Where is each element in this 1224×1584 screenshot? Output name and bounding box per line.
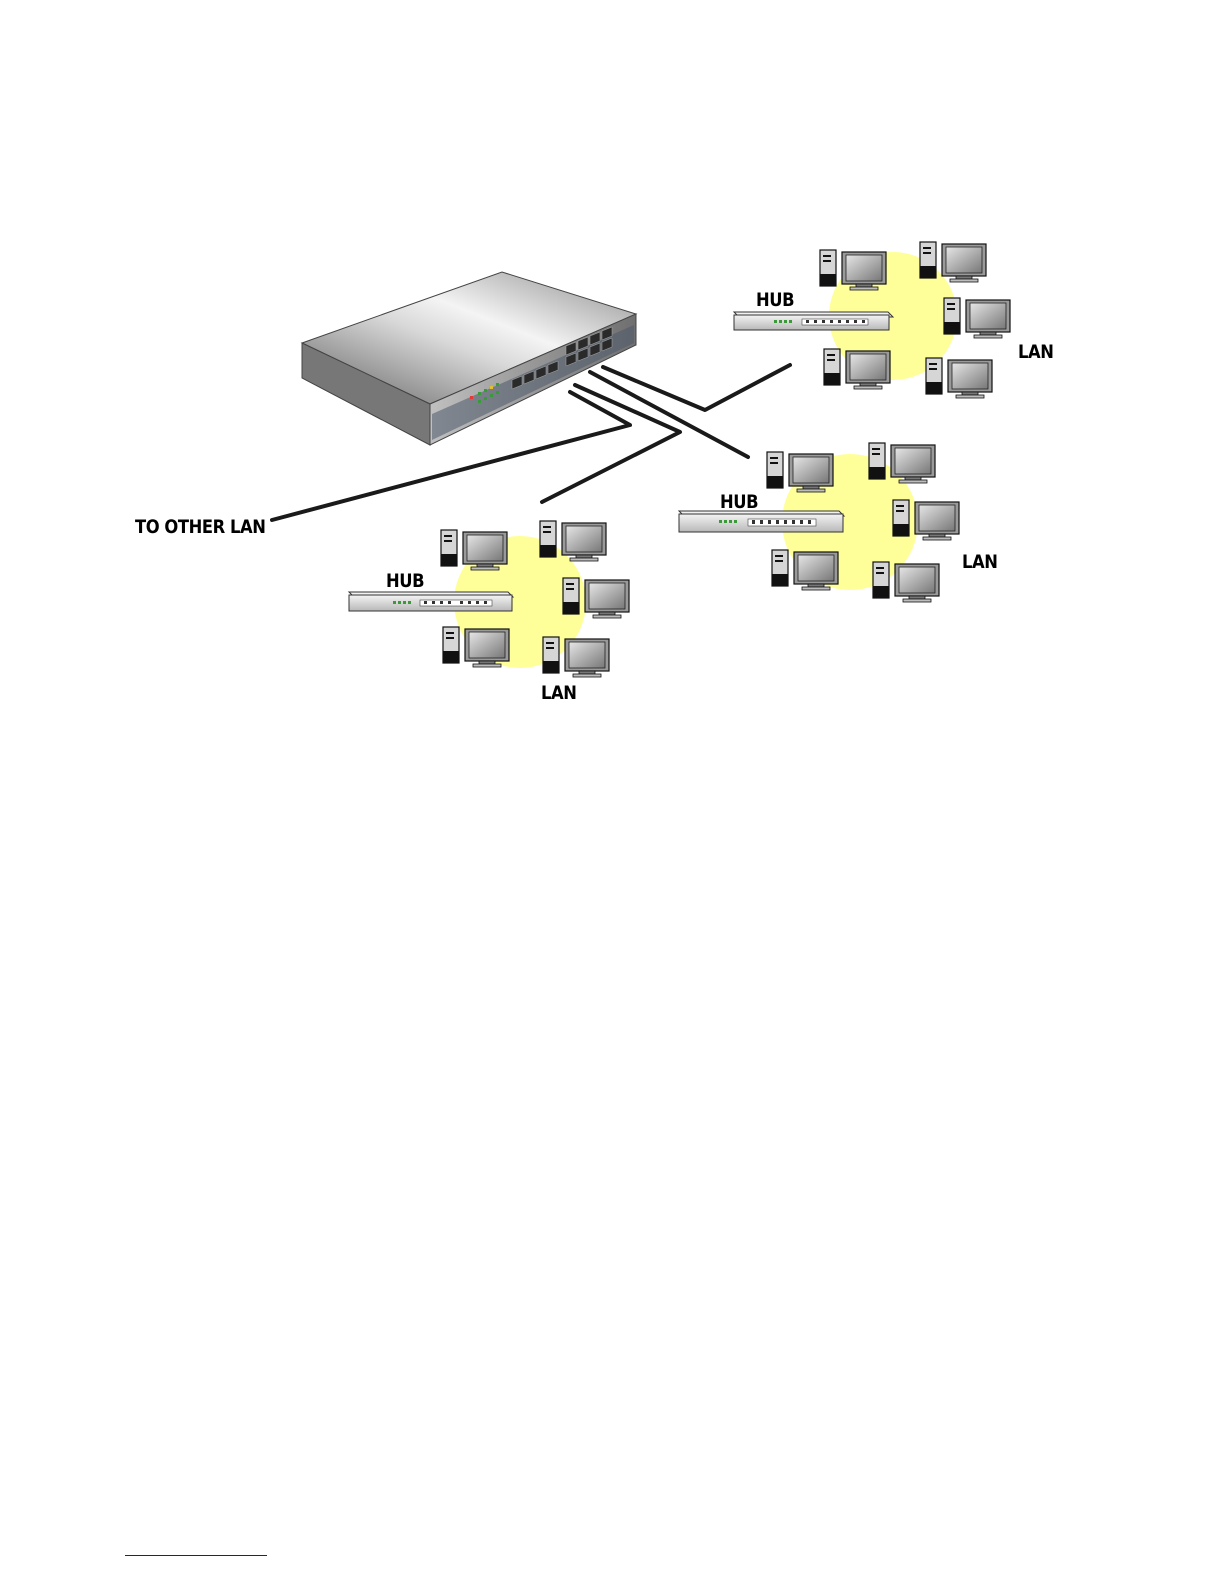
lan-label-bottom: LAN [541, 684, 576, 703]
desktop-computer-icon [824, 349, 890, 389]
hub-label-bottom: HUB [386, 572, 424, 591]
desktop-computer-icon [920, 242, 986, 282]
desktop-computer-icon [926, 358, 992, 398]
lan-group-middle [679, 443, 959, 602]
to-other-lan-label: TO OTHER LAN [135, 518, 265, 537]
network-hub-icon [349, 592, 513, 611]
network-hub-icon [679, 511, 844, 532]
desktop-computer-icon [772, 550, 838, 590]
hub-label-middle: HUB [720, 493, 758, 512]
cable-to-top-lan [603, 365, 790, 410]
desktop-computer-icon [563, 578, 629, 618]
footnote-separator [125, 1555, 267, 1556]
network-switch-icon [302, 272, 636, 445]
hub-label-top: HUB [756, 291, 794, 310]
lan-label-top: LAN [1018, 343, 1053, 362]
desktop-computer-icon [820, 250, 886, 290]
lan-label-middle: LAN [962, 553, 997, 572]
desktop-computer-icon [441, 530, 507, 570]
desktop-computer-icon [873, 562, 939, 602]
network-hub-icon [734, 312, 893, 330]
desktop-computer-icon [540, 521, 606, 561]
desktop-computer-icon [944, 298, 1010, 338]
desktop-computer-icon [543, 637, 609, 677]
desktop-computer-icon [767, 452, 833, 492]
lan-group-bottom [349, 521, 629, 677]
desktop-computer-icon [869, 443, 935, 483]
desktop-computer-icon [443, 627, 509, 667]
desktop-computer-icon [893, 500, 959, 540]
